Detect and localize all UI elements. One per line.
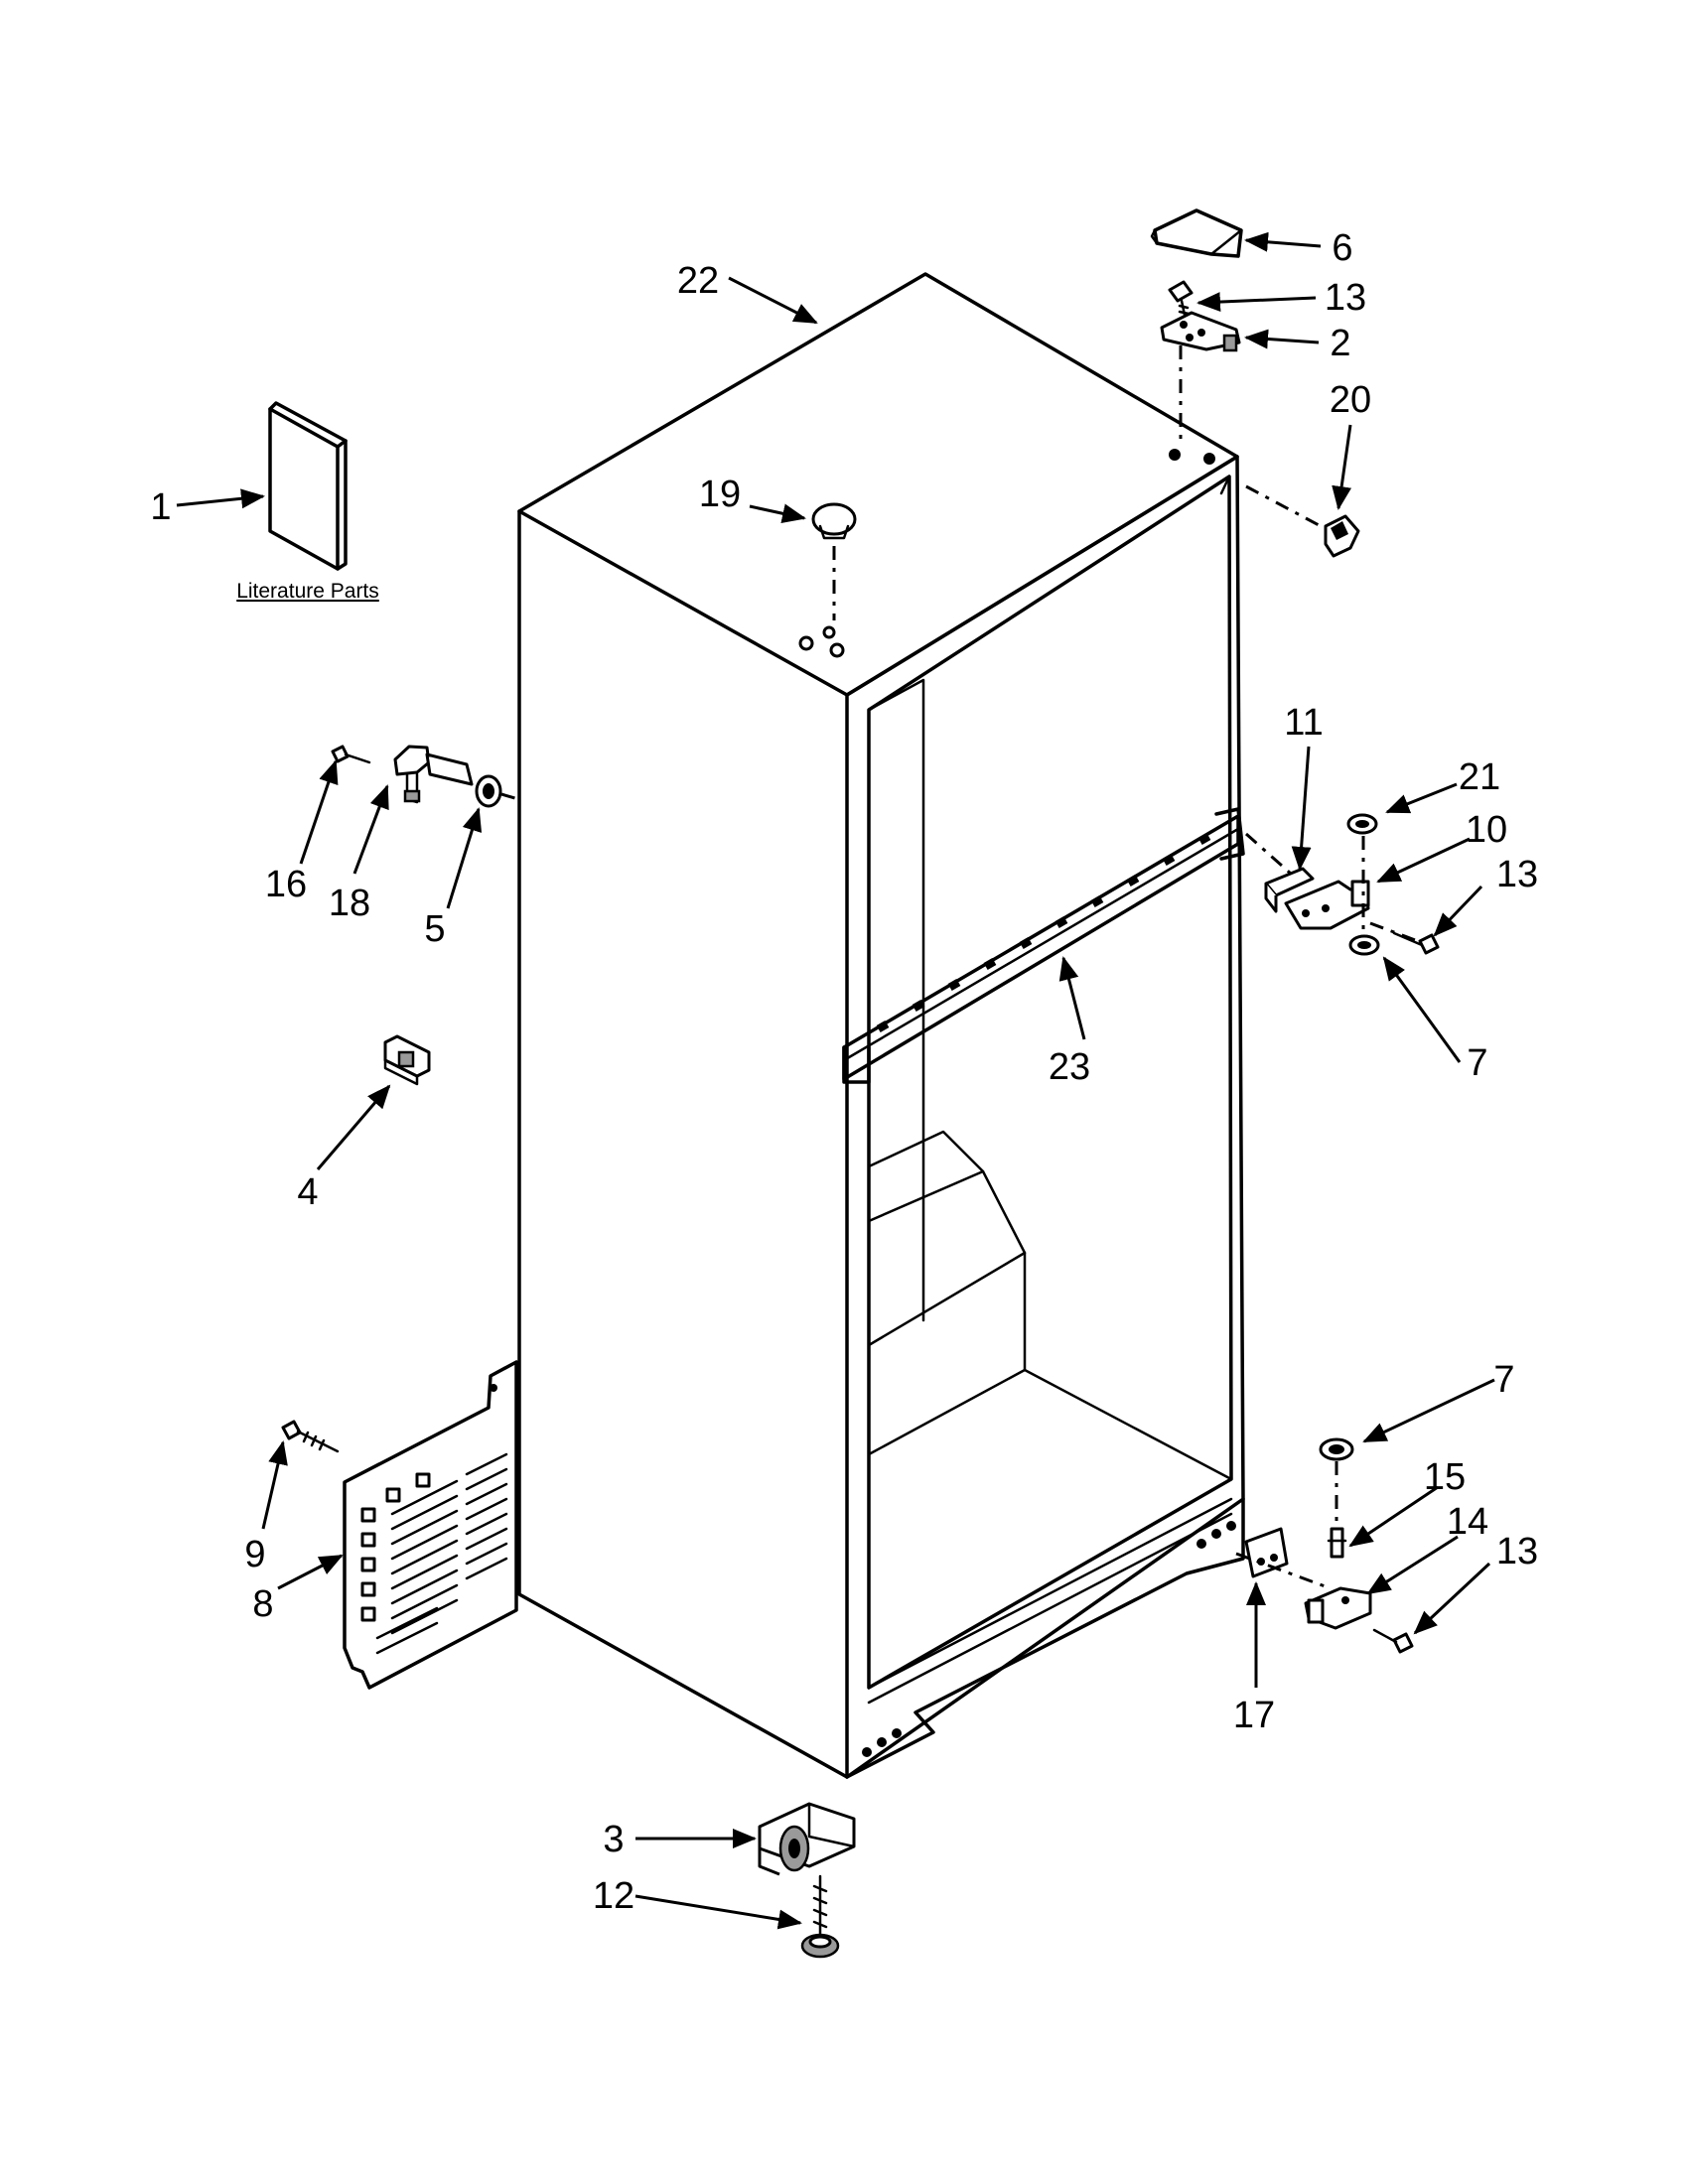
callout-20: 20 (1330, 379, 1371, 421)
callout-13-top: 13 (1325, 277, 1366, 319)
hinge-pin-cap-axis (1245, 484, 1322, 528)
bottom-hinge[interactable] (1304, 1586, 1372, 1630)
callout-7-bottom: 7 (1493, 1359, 1514, 1401)
leveling-leg[interactable] (800, 1874, 840, 1959)
center-hinge-lower-washer[interactable] (1348, 934, 1380, 956)
hinge-pin-cap[interactable] (1324, 514, 1360, 558)
callout-17: 17 (1233, 1695, 1275, 1736)
callout-13-bottom: 13 (1496, 1531, 1538, 1572)
rear-access-panel[interactable] (343, 1360, 518, 1690)
callout-8: 8 (252, 1583, 273, 1625)
callout-labels: 22 6 13 2 20 19 1 Literature Parts 16 18… (150, 227, 1538, 1917)
handle-mount-axis (500, 792, 519, 801)
callout-16: 16 (265, 864, 307, 905)
callout-10: 9 (244, 1534, 265, 1575)
callout-15: 15 (1424, 1456, 1466, 1498)
panel-vents (360, 1384, 508, 1655)
front-roller-bracket[interactable] (758, 1802, 856, 1876)
callout-21: 21 (1459, 756, 1500, 798)
center-hinge-upper-washer[interactable] (1346, 813, 1378, 835)
callout-19: 19 (699, 474, 741, 515)
rail-slots (876, 833, 1211, 1032)
callout-3: 3 (603, 1819, 624, 1860)
center-hinge-rail[interactable] (842, 807, 1245, 1084)
top-hinge[interactable] (1160, 311, 1241, 352)
callout-18: 18 (329, 883, 370, 924)
callout-6: 6 (1332, 227, 1352, 269)
callout-22: 22 (677, 260, 719, 302)
center-hinge-shim[interactable] (1264, 867, 1315, 913)
callout-12: 11 (1284, 702, 1323, 744)
callout-7-middle: 7 (1467, 1042, 1487, 1084)
bottom-hinge-pin[interactable] (1327, 1527, 1347, 1559)
center-hinge-screw[interactable] (1392, 931, 1440, 955)
callout-23: 23 (1049, 1046, 1090, 1088)
bottom-hinge-shim[interactable] (1244, 1527, 1289, 1578)
center-hinge-axis (1245, 832, 1292, 876)
leader-lines (176, 231, 1495, 1930)
callout-4: 4 (297, 1171, 318, 1213)
callout-1: 1 (150, 486, 171, 528)
panel-screw[interactable] (281, 1420, 340, 1453)
top-stopper-plug[interactable] (811, 502, 857, 540)
center-hinge[interactable] (1284, 880, 1370, 930)
callout-13-middle: 13 (1496, 854, 1538, 895)
callout-11: 10 (1466, 809, 1507, 851)
refrigerator-cabinet[interactable] (517, 272, 1245, 1779)
handle-spacer-washer[interactable] (475, 774, 502, 808)
callout-14: 14 (1447, 1501, 1488, 1543)
literature-parts-caption: Literature Parts (236, 580, 379, 603)
literature-booklet[interactable] (268, 401, 348, 571)
door-handle-bracket-screw[interactable] (331, 745, 371, 764)
callout-5: 5 (424, 908, 445, 950)
bottom-hinge-screw[interactable] (1372, 1628, 1414, 1654)
callout-9: 12 (593, 1875, 634, 1917)
top-hinge-cover[interactable] (1150, 208, 1243, 258)
callout-2: 2 (1330, 323, 1350, 364)
center-hinge-screw-axis (1369, 921, 1419, 943)
wiring-clip[interactable] (383, 1034, 431, 1086)
bottom-hinge-washer[interactable] (1319, 1437, 1354, 1461)
handle-bracket[interactable] (393, 745, 474, 804)
